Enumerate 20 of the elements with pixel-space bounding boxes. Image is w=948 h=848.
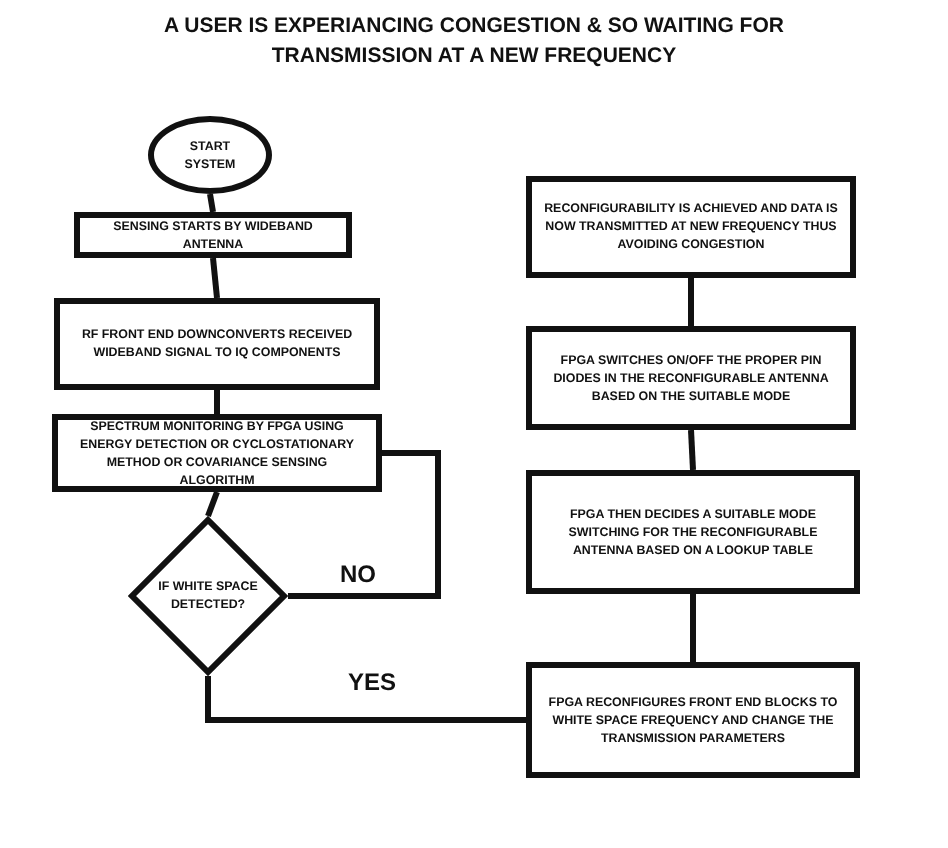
connector-line [205,676,526,723]
process-box [526,470,860,594]
connector-line [688,429,696,471]
decision-diamond [128,516,288,676]
connector-line [690,594,696,662]
edge-label: NO [336,560,380,588]
process-box [526,176,856,278]
connector-line [207,193,216,213]
connector-line [210,257,220,299]
process-box [74,212,352,258]
process-box [54,298,380,390]
connector-line [205,490,220,518]
process-box [52,414,382,492]
edge-label: YES [344,668,401,696]
connector-line [288,450,441,599]
process-box [526,662,860,778]
diagram-title: A USER IS EXPERIANCING CONGESTION & SO WAITING FOR TRANSMISSION AT A NEW FREQUENCY [162,12,786,72]
connector-line [214,390,220,414]
connector-line [688,278,694,326]
process-box [526,326,856,430]
